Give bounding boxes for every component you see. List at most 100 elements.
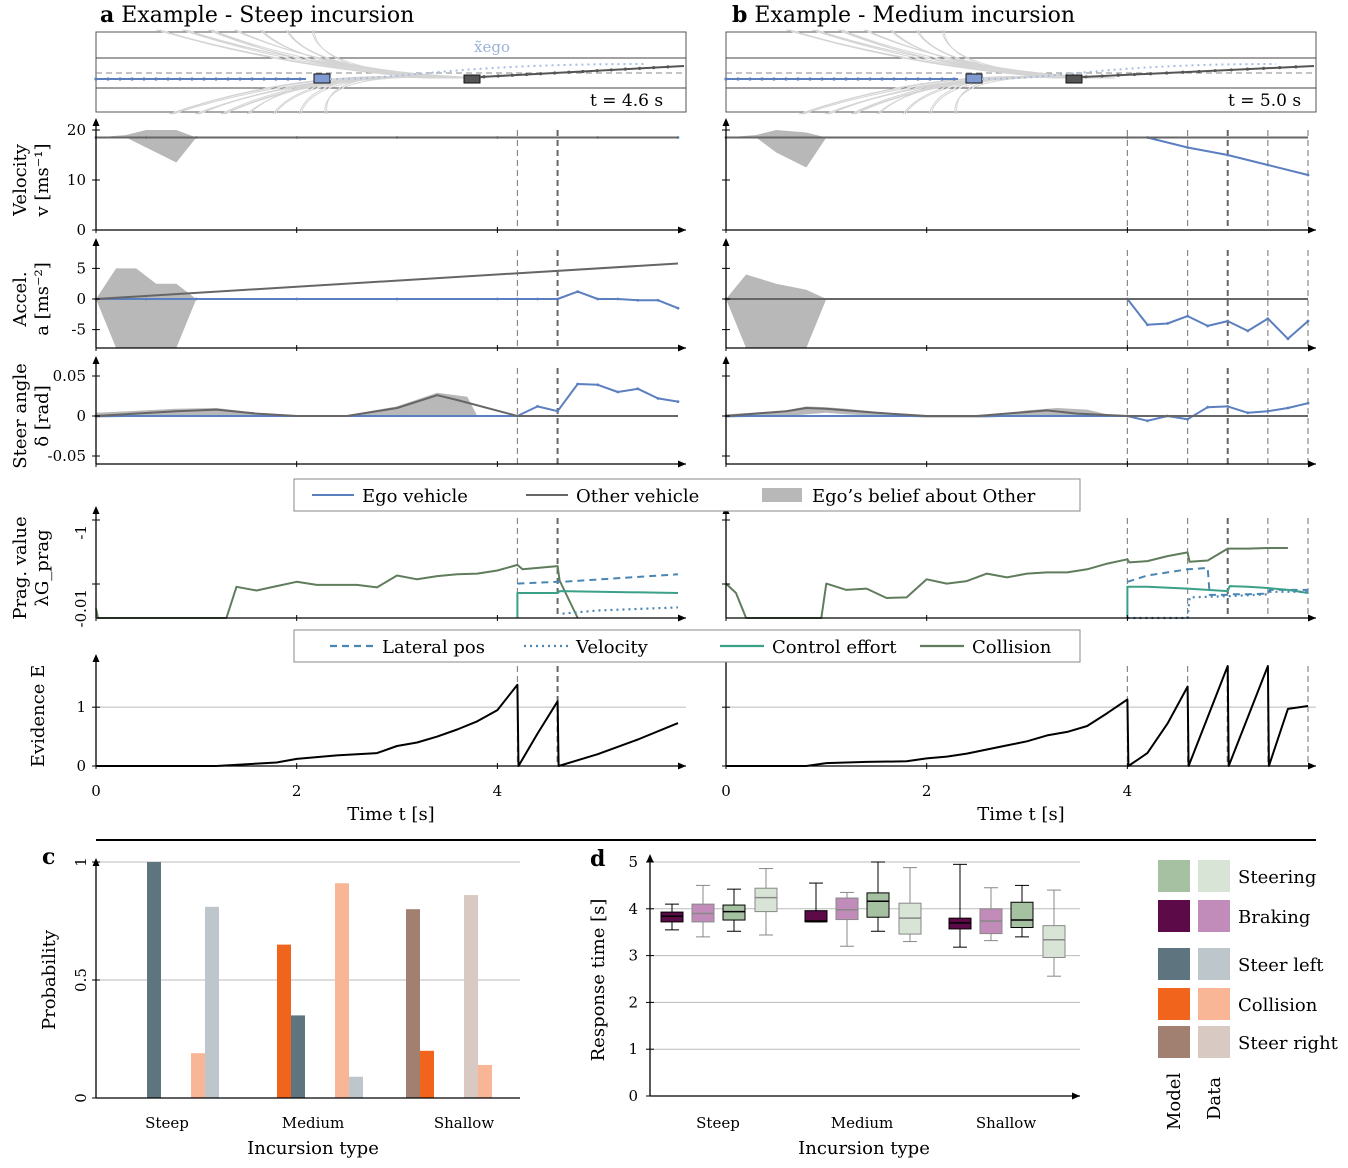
plot-b-accel bbox=[722, 238, 1316, 352]
ego-point bbox=[1286, 406, 1290, 410]
legend-label: Control effort bbox=[772, 637, 897, 658]
ego-path-point bbox=[748, 77, 752, 81]
x-tick-label: 4 bbox=[493, 782, 503, 800]
legend-label: Lateral pos bbox=[382, 637, 485, 658]
legend-swatch-model bbox=[1158, 900, 1190, 932]
other-path-point bbox=[1165, 71, 1169, 75]
ego-point bbox=[616, 297, 620, 301]
svg-text:b Example - Medium incursion: b Example - Medium incursion bbox=[732, 2, 1075, 28]
ego-point bbox=[1266, 163, 1270, 167]
series-ego-vehicle bbox=[96, 383, 679, 417]
belief-trajectory bbox=[211, 29, 471, 79]
series-control-effort bbox=[516, 590, 679, 618]
y-tick-label: 0 bbox=[76, 407, 86, 425]
ego-point bbox=[636, 298, 640, 302]
y-tick-label: -1 bbox=[72, 525, 90, 540]
x-tick-label: Medium bbox=[282, 1114, 345, 1132]
series-other-vehicle bbox=[95, 262, 679, 300]
belief-area bbox=[96, 268, 197, 348]
ego-point bbox=[144, 297, 148, 301]
ego-path-point bbox=[820, 77, 824, 81]
belief-trajectory bbox=[185, 29, 457, 79]
x-axis-arrow bbox=[678, 614, 686, 622]
other-path-point bbox=[538, 72, 543, 76]
other-path-point bbox=[609, 68, 613, 72]
box-steering-model bbox=[866, 892, 890, 918]
plot-a-prag: -1-0.01 bbox=[72, 506, 686, 627]
ego-point bbox=[1146, 323, 1149, 327]
legend-swatch-data bbox=[1198, 1026, 1230, 1058]
ego-point bbox=[1206, 324, 1210, 328]
scene-a bbox=[94, 29, 687, 115]
ego-path-point bbox=[832, 77, 836, 81]
bar-collision_data bbox=[191, 1053, 205, 1098]
other-path-point bbox=[1278, 66, 1282, 70]
series-evidence bbox=[726, 665, 1309, 767]
other-path-point bbox=[1245, 67, 1250, 71]
ego-path-point bbox=[952, 77, 956, 81]
ego-point bbox=[1186, 314, 1189, 318]
legend-swatch bbox=[762, 488, 802, 502]
series-lateral-pos bbox=[1127, 567, 1308, 596]
y-tick-label: 5 bbox=[76, 259, 86, 277]
y-tick-label: 0 bbox=[628, 1087, 638, 1105]
ego-point bbox=[1186, 146, 1189, 149]
ego-path-point bbox=[250, 77, 254, 81]
x-tick-label: 0 bbox=[91, 782, 101, 800]
bar-steer_left_model bbox=[147, 862, 161, 1098]
other-path-point bbox=[567, 70, 571, 74]
ego-path-point bbox=[166, 77, 170, 81]
ego-point bbox=[1206, 405, 1210, 409]
y-tick-label: 1 bbox=[72, 857, 90, 867]
other-path-point bbox=[1148, 72, 1153, 76]
ego-path-point bbox=[928, 77, 932, 81]
row-label-evidence: Evidence E bbox=[28, 665, 49, 767]
panel-a-letter: a bbox=[100, 2, 114, 28]
plot-b-velocity bbox=[722, 118, 1316, 234]
y-tick-label: 10 bbox=[67, 171, 86, 189]
ego-point bbox=[676, 400, 680, 403]
ego-path-point bbox=[760, 77, 764, 81]
y-axis-arrow bbox=[722, 118, 730, 126]
y-axis-arrow bbox=[92, 238, 100, 246]
x-axis-arrow bbox=[1308, 226, 1316, 234]
ego-path-point bbox=[808, 77, 812, 81]
ego-point bbox=[1246, 329, 1250, 333]
legend-swatch-model bbox=[1158, 948, 1190, 980]
belief-trajectory bbox=[224, 76, 478, 115]
ego-path-point bbox=[226, 77, 230, 81]
other-car bbox=[1065, 74, 1083, 84]
x-tick-label: Steep bbox=[696, 1114, 740, 1132]
svg-text:a Example - Steep incursion: a Example - Steep incursion bbox=[100, 2, 414, 28]
row-label-prag: λG_prag bbox=[32, 529, 53, 606]
y-tick-label: 4 bbox=[628, 900, 638, 918]
series-collision bbox=[95, 563, 579, 619]
legend-label: Ego vehicle bbox=[362, 486, 468, 507]
bar-collision_model bbox=[420, 1050, 434, 1098]
x-axis-label: Incursion type bbox=[247, 1138, 379, 1159]
box-steering-data bbox=[1042, 925, 1066, 958]
ego-point bbox=[1246, 411, 1250, 415]
x-tick-label: Medium bbox=[831, 1114, 894, 1132]
legend-model-label: Model bbox=[1164, 1073, 1185, 1130]
ego-path-point bbox=[178, 77, 182, 81]
other-path-point bbox=[1294, 65, 1298, 69]
panel-a-title: Example - Steep incursion bbox=[121, 3, 414, 28]
other-path-point bbox=[1229, 68, 1233, 72]
ego-point bbox=[1286, 337, 1290, 341]
panel-b-time-label: t = 5.0 s bbox=[1228, 91, 1301, 111]
y-axis-arrow bbox=[92, 118, 100, 126]
ego-path-point bbox=[106, 77, 110, 81]
ego-car bbox=[313, 73, 331, 84]
y-axis-arrow bbox=[92, 356, 100, 364]
ego-point bbox=[616, 390, 620, 394]
other-path-point bbox=[581, 69, 585, 74]
plot-b-prag bbox=[722, 506, 1316, 622]
row-label-accel: Accel. bbox=[10, 271, 31, 327]
